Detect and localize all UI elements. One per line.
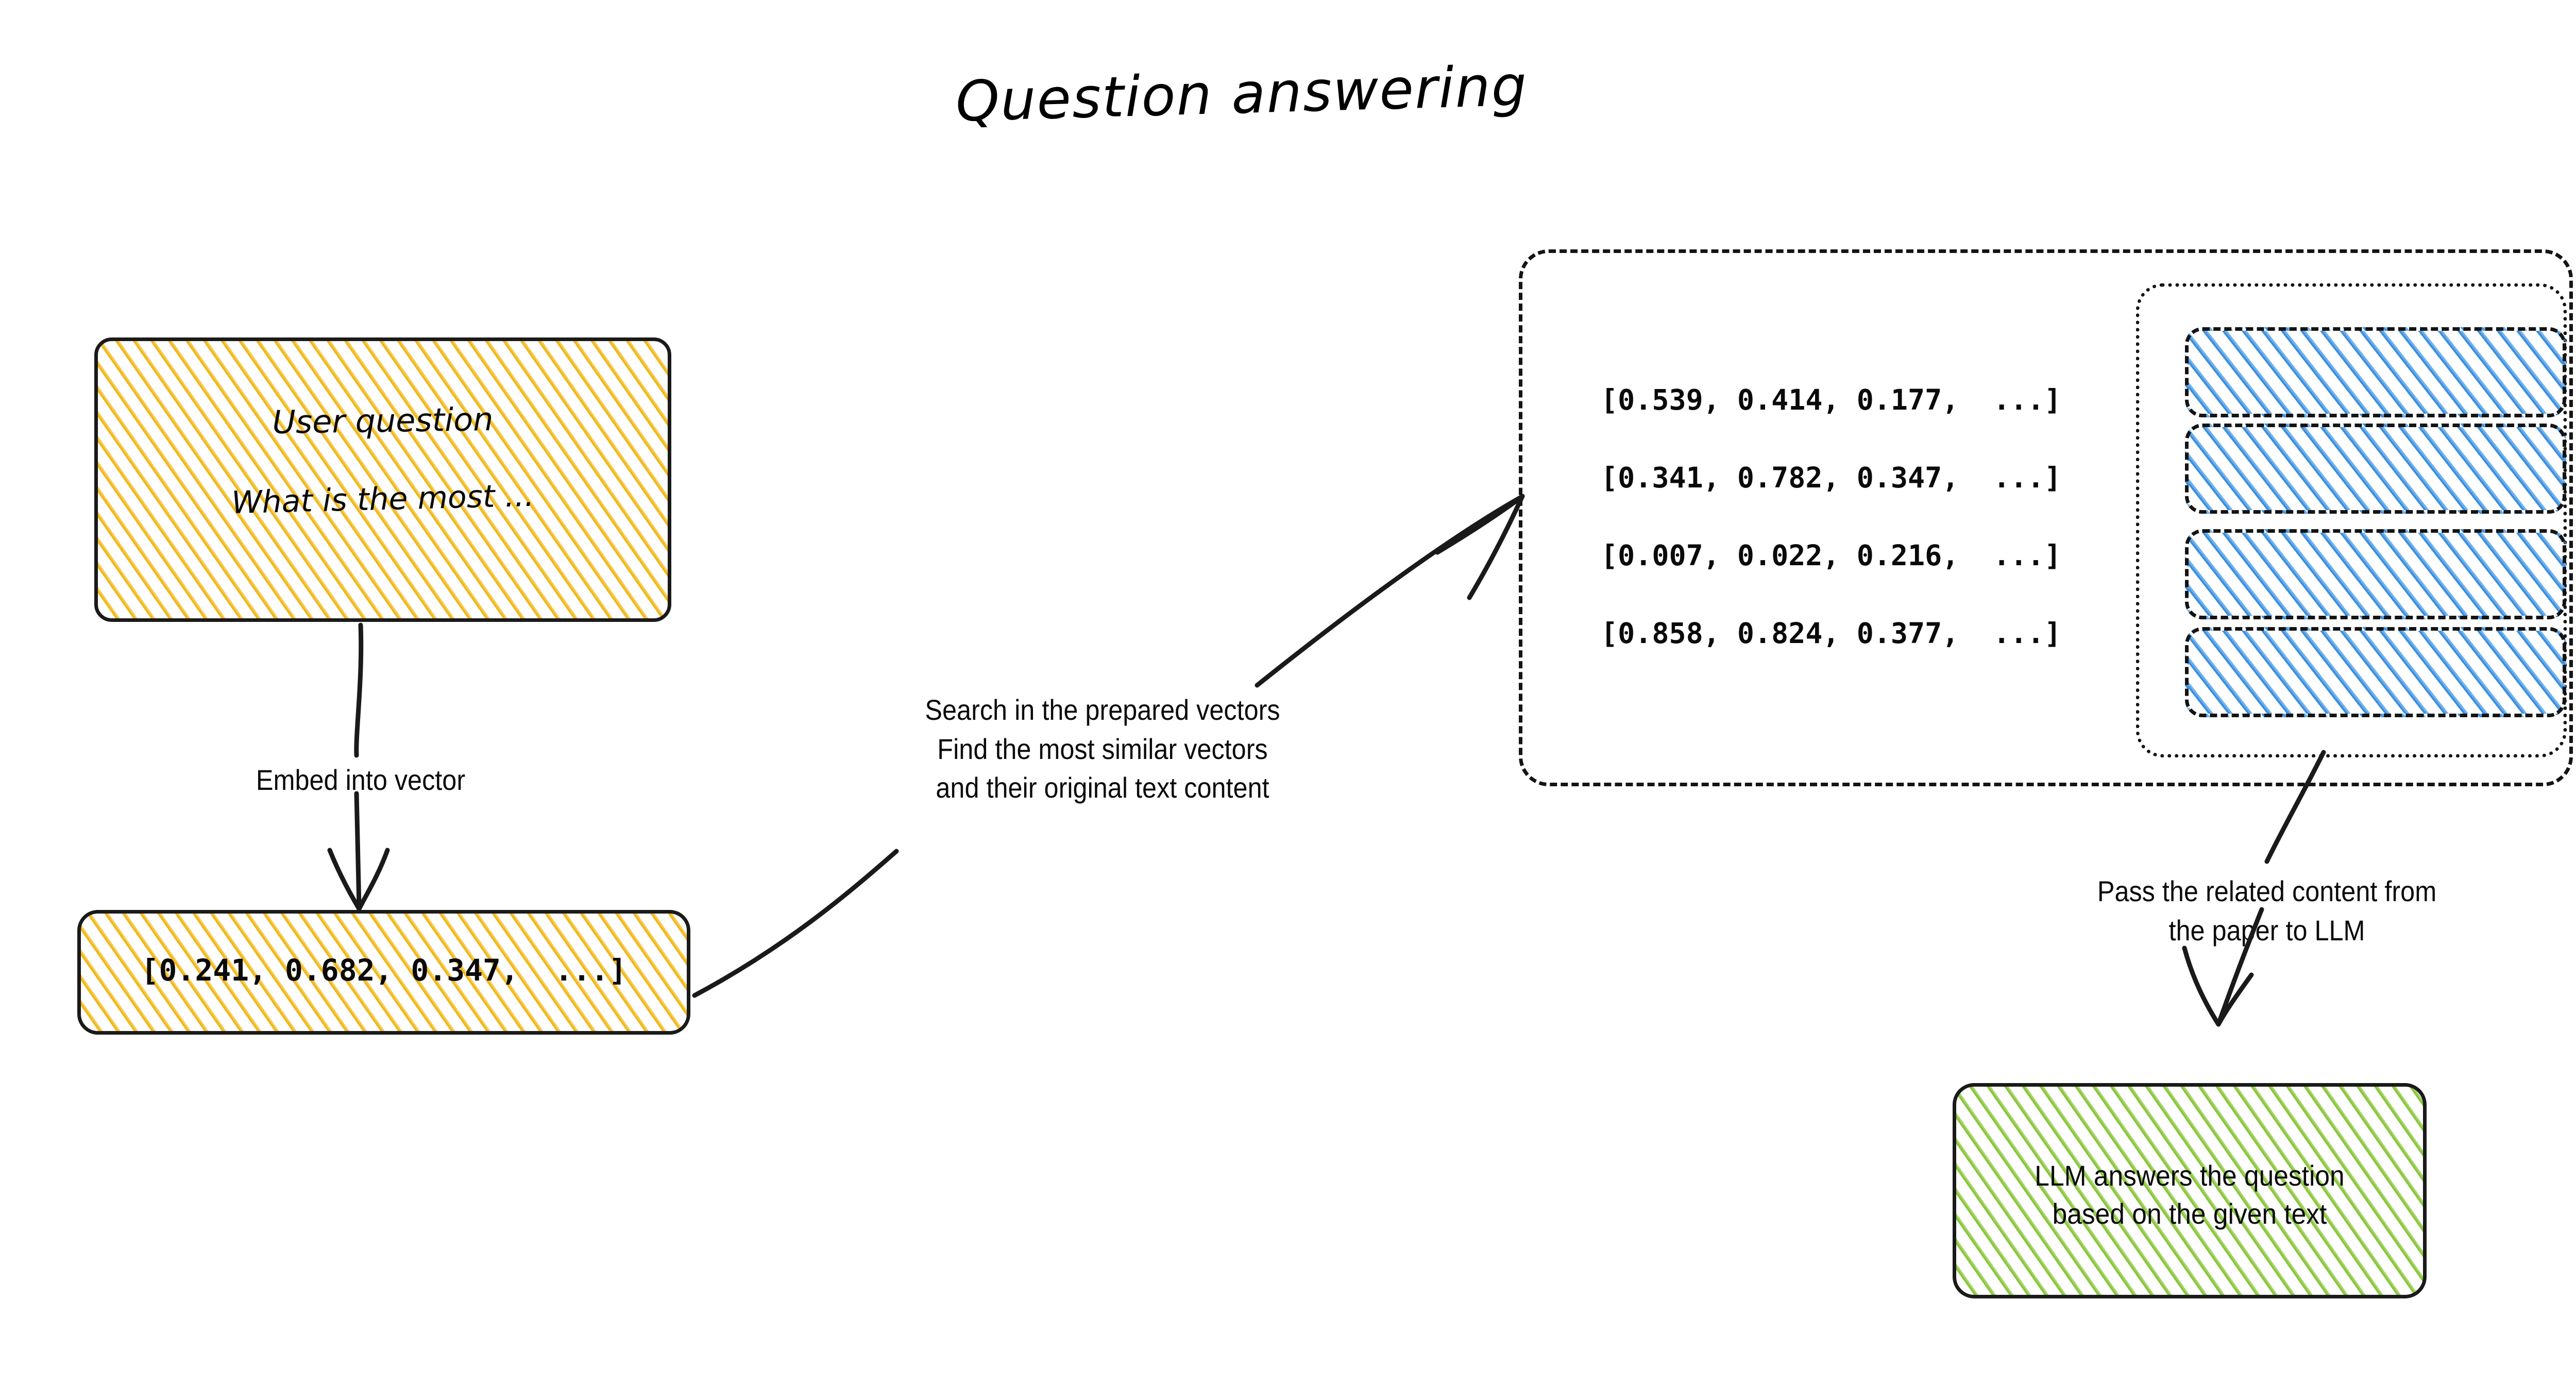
search-edge-label: Search in the prepared vectors Find the … <box>861 690 1344 807</box>
page-title: Question answering <box>955 54 1529 134</box>
embed-into-vector-label: Embed into vector <box>256 764 466 796</box>
question-vector-box[interactable]: [0.241, 0.682, 0.347, ...] <box>77 910 690 1035</box>
search-edge-label-line-3: and their original text content <box>936 771 1269 804</box>
text-chunk-box[interactable] <box>2185 529 2566 619</box>
text-chunk-box[interactable] <box>2185 424 2566 514</box>
stored-vector-row: [0.007, 0.022, 0.216, ...] <box>1601 539 2062 572</box>
vector-store-container[interactable]: [0.539, 0.414, 0.177, ...] [0.341, 0.782… <box>1519 249 2573 786</box>
text-chunk-box[interactable] <box>2185 627 2566 717</box>
text-chunk-group[interactable] <box>2136 283 2567 757</box>
llm-answer-line-2: based on the given text <box>2052 1197 2327 1230</box>
llm-answer-line-1: LLM answers the question <box>2035 1159 2345 1192</box>
pass-content-label-line-2: the paper to LLM <box>2168 914 2365 947</box>
search-edge-label-line-1: Search in the prepared vectors <box>925 694 1280 726</box>
user-question-sample-text: What is the most ... <box>231 477 535 521</box>
pass-content-label: Pass the related content from the paper … <box>2035 872 2499 950</box>
stored-vector-row: [0.341, 0.782, 0.347, ...] <box>1601 461 2062 494</box>
stored-vector-row: [0.539, 0.414, 0.177, ...] <box>1601 383 2062 416</box>
llm-answer-box[interactable]: LLM answers the question based on the gi… <box>1953 1083 2427 1298</box>
stored-vector-list: [0.539, 0.414, 0.177, ...] [0.341, 0.782… <box>1601 386 2116 697</box>
search-edge-label-line-2: Find the most similar vectors <box>937 732 1268 765</box>
user-question-heading: User question <box>272 400 494 441</box>
pass-content-label-line-1: Pass the related content from <box>2097 875 2437 907</box>
text-chunk-box[interactable] <box>2185 327 2566 417</box>
stored-vector-row: [0.858, 0.824, 0.377, ...] <box>1601 617 2062 650</box>
llm-answer-text: LLM answers the question based on the gi… <box>1989 1157 2390 1234</box>
question-vector-value: [0.241, 0.682, 0.347, ...] <box>141 953 627 988</box>
user-question-box[interactable]: User question What is the most ... <box>94 337 671 622</box>
